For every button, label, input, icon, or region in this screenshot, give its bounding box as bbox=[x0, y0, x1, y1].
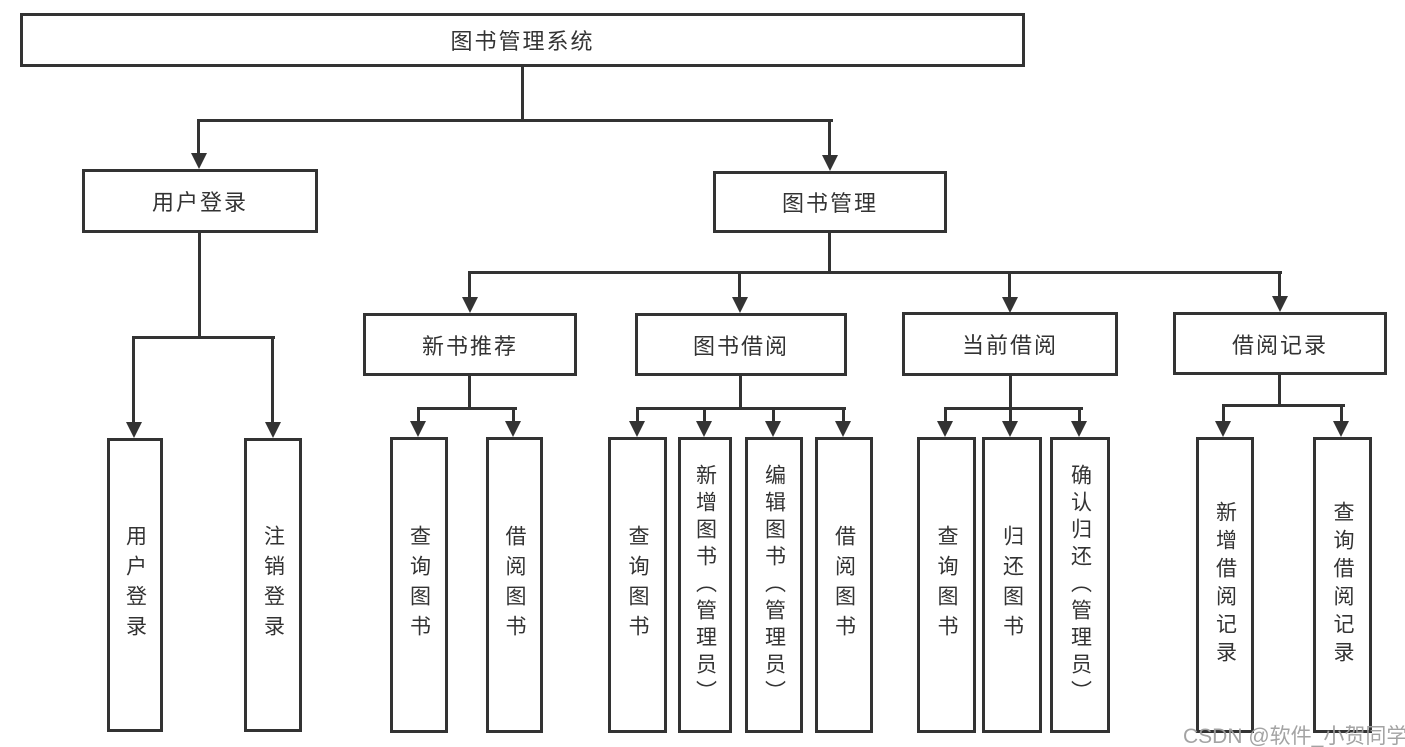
leaf-borrow-book-2-label: 借阅图书 bbox=[832, 525, 856, 645]
arrow-down-icon bbox=[1071, 421, 1087, 437]
node-book-mgmt-label: 图书管理 bbox=[781, 191, 878, 216]
leaf-query-book-3-label: 查询图书 bbox=[935, 525, 958, 645]
connector bbox=[417, 407, 517, 410]
node-user-login: 用户登录 bbox=[82, 169, 318, 233]
leaf-query-book-2-label: 查询图书 bbox=[626, 525, 649, 645]
node-root-label: 图书管理系统 bbox=[450, 29, 595, 54]
node-new-book-rec-label: 新书推荐 bbox=[421, 333, 518, 359]
connector bbox=[1222, 404, 1225, 425]
node-current-borrow: 当前借阅 bbox=[902, 312, 1118, 376]
arrow-down-icon bbox=[1272, 296, 1288, 312]
connector bbox=[132, 336, 275, 339]
leaf-query-record-label: 查询借阅记录 bbox=[1331, 501, 1354, 669]
connector bbox=[636, 407, 639, 425]
leaf-query-book-2: 查询图书 bbox=[608, 437, 667, 733]
arrow-down-icon bbox=[126, 422, 142, 438]
leaf-return-book-label: 归还图书 bbox=[1000, 525, 1024, 645]
leaf-borrow-book-1-label: 借阅图书 bbox=[503, 525, 526, 645]
connector bbox=[944, 407, 947, 425]
connector bbox=[1008, 271, 1011, 301]
node-book-borrow: 图书借阅 bbox=[635, 313, 847, 376]
leaf-return-book: 归还图书 bbox=[982, 437, 1042, 733]
leaf-add-record: 新增借阅记录 bbox=[1196, 437, 1254, 733]
leaf-add-book: 新增图书（管理员） bbox=[678, 437, 732, 733]
arrow-down-icon bbox=[765, 421, 781, 437]
connector bbox=[944, 407, 1083, 410]
connector bbox=[468, 271, 471, 301]
leaf-add-record-label: 新增借阅记录 bbox=[1213, 501, 1237, 669]
arrow-down-icon bbox=[265, 422, 281, 438]
node-user-login-label: 用户登录 bbox=[151, 190, 248, 215]
leaf-logout-label: 注销登录 bbox=[261, 525, 285, 645]
arrow-down-icon bbox=[629, 421, 645, 437]
connector bbox=[198, 233, 201, 339]
connector bbox=[772, 407, 775, 425]
leaf-query-book-1: 查询图书 bbox=[390, 437, 448, 733]
connector bbox=[828, 233, 831, 273]
leaf-edit-book: 编辑图书（管理员） bbox=[745, 437, 803, 733]
arrow-down-icon bbox=[462, 297, 478, 313]
node-borrow-records: 借阅记录 bbox=[1173, 312, 1387, 375]
arrow-down-icon bbox=[505, 421, 521, 437]
connector bbox=[197, 119, 200, 157]
connector bbox=[1278, 375, 1281, 407]
arrow-down-icon bbox=[732, 297, 748, 313]
leaf-query-record: 查询借阅记录 bbox=[1313, 437, 1372, 733]
connector bbox=[468, 376, 471, 410]
leaf-borrow-book-2: 借阅图书 bbox=[815, 437, 873, 733]
node-current-borrow-label: 当前借阅 bbox=[961, 333, 1058, 358]
connector bbox=[521, 67, 524, 121]
connector bbox=[1340, 404, 1343, 425]
connector bbox=[739, 376, 742, 410]
connector bbox=[842, 407, 845, 425]
connector bbox=[1009, 376, 1012, 425]
node-book-borrow-label: 图书借阅 bbox=[692, 333, 789, 359]
connector bbox=[197, 119, 833, 122]
leaf-confirm-return-label: 确认归还（管理员） bbox=[1068, 463, 1092, 707]
connector bbox=[417, 407, 420, 425]
connector bbox=[468, 271, 1282, 274]
leaf-user-login: 用户登录 bbox=[107, 438, 163, 732]
connector bbox=[132, 336, 135, 426]
watermark: CSDN @软件_小贺同学 bbox=[1183, 725, 1405, 747]
connector bbox=[271, 336, 274, 426]
connector bbox=[1078, 407, 1081, 425]
arrow-down-icon bbox=[410, 421, 426, 437]
connector bbox=[636, 407, 846, 410]
leaf-query-book-1-label: 查询图书 bbox=[407, 525, 431, 645]
arrow-down-icon bbox=[937, 421, 953, 437]
leaf-borrow-book-1: 借阅图书 bbox=[486, 437, 543, 733]
arrow-down-icon bbox=[1333, 421, 1349, 437]
node-new-book-rec: 新书推荐 bbox=[363, 313, 577, 376]
node-root: 图书管理系统 bbox=[20, 13, 1025, 67]
arrow-down-icon bbox=[191, 153, 207, 169]
arrow-down-icon bbox=[1002, 421, 1018, 437]
leaf-query-book-3: 查询图书 bbox=[917, 437, 976, 733]
leaf-edit-book-label: 编辑图书（管理员） bbox=[762, 463, 786, 707]
arrow-down-icon bbox=[835, 421, 851, 437]
node-borrow-records-label: 借阅记录 bbox=[1231, 332, 1328, 358]
connector bbox=[828, 119, 831, 159]
connector bbox=[512, 407, 515, 425]
leaf-user-login-label: 用户登录 bbox=[123, 525, 147, 645]
connector bbox=[1278, 271, 1281, 300]
leaf-logout: 注销登录 bbox=[244, 438, 302, 732]
arrow-down-icon bbox=[822, 155, 838, 171]
leaf-add-book-label: 新增图书（管理员） bbox=[693, 463, 717, 707]
connector bbox=[703, 407, 706, 425]
leaf-confirm-return: 确认归还（管理员） bbox=[1050, 437, 1110, 733]
arrow-down-icon bbox=[1215, 421, 1231, 437]
connector bbox=[1222, 404, 1345, 407]
arrow-down-icon bbox=[1002, 297, 1018, 313]
arrow-down-icon bbox=[696, 421, 712, 437]
node-book-mgmt: 图书管理 bbox=[713, 171, 947, 233]
connector bbox=[738, 271, 741, 301]
